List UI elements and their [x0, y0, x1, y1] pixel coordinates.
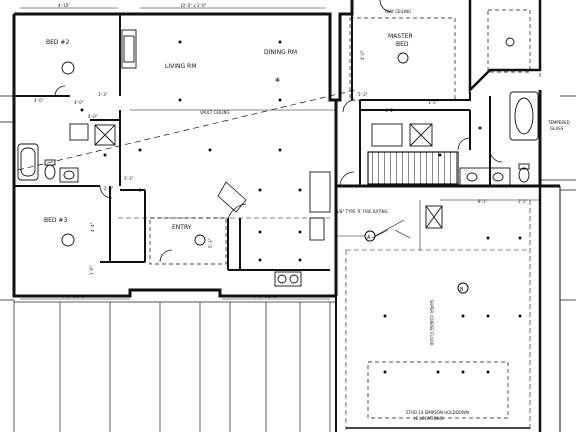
label-entry: ENTRY	[172, 224, 192, 231]
ceiling-outlines	[149, 9, 541, 419]
dim-3: 4'-0"	[34, 98, 44, 103]
label-dining: DINING RM	[264, 49, 297, 56]
exterior-walls	[12, 0, 560, 298]
dim-6: 4'-0"	[88, 114, 98, 119]
dim-13: 5'-3"	[358, 92, 368, 97]
dim-10: 3'-3"	[124, 176, 134, 181]
dim-7: 5'-3"	[208, 238, 213, 248]
dim-11: 1'-6"	[89, 265, 94, 275]
dim-4: 4'-0"	[74, 100, 84, 105]
sheet-lines	[0, 95, 576, 301]
vault-ceiling-line	[17, 89, 356, 171]
dim-5: 3'-3"	[98, 92, 108, 97]
ceiling-fan-icon: ✻	[275, 77, 280, 84]
interior-walls	[14, 14, 541, 271]
dim-12: 4'-0"	[360, 50, 365, 60]
fixtures	[17, 29, 539, 287]
dim-14: 4'-5"	[385, 108, 395, 113]
dim-15: 3'-5"	[428, 100, 438, 105]
label-bed3: BED #3	[44, 217, 67, 224]
note-vault-ceiling: VAULT CEILING	[200, 110, 230, 115]
label-master-1: MASTER	[388, 33, 413, 40]
stairs	[367, 151, 459, 185]
dimensions: 4'-10" 10'-0" x 3'-0" 4'-0" 4'-0" 3'-3" …	[20, 3, 540, 300]
label-living: LIVING RM	[165, 63, 196, 70]
dim-19: 3'-5"	[518, 199, 528, 204]
room-labels: BED #2 BED #3 LIVING RM DINING RM MASTER…	[44, 33, 413, 231]
note-tempered-1: TEMPERED	[547, 120, 570, 125]
note-holdown-2: (2 LOCATIONS)	[414, 416, 444, 421]
note-fire-rating: 5/8" TYPE 'X' FIRE RATING	[336, 209, 388, 214]
note-super-coarse: SUPER COARSE FLOOR	[429, 300, 434, 346]
note-holdown-1: STHD 14 SIMPSON HOLDDOWN	[406, 410, 469, 415]
markers: A B	[336, 219, 469, 294]
dim-2: 10'-0" x 3'-0"	[180, 3, 207, 8]
doors	[54, 0, 503, 263]
dim-16: 4'-0" x 5'-0"	[62, 294, 86, 299]
garage	[335, 186, 561, 432]
marker-b-label: B	[460, 287, 464, 293]
dim-1: 4'-10"	[58, 3, 70, 8]
note-tempered-2: GLASS	[550, 126, 564, 131]
label-bed2: BED #2	[46, 39, 69, 46]
notes: TRAY CEILING VAULT CEILING 5/8" TYPE 'X'…	[200, 9, 570, 421]
recessed-lights	[80, 40, 522, 374]
dim-17: 4'-0" x 3'-6"	[254, 294, 278, 299]
marker-a-label: A	[367, 235, 371, 241]
porch-lines	[13, 300, 336, 432]
note-tray-ceiling: TRAY CEILING	[383, 9, 411, 14]
section-marker-b	[457, 282, 469, 294]
dim-9: 2'-0"	[104, 186, 114, 191]
dim-18: 8'-1"	[478, 199, 488, 204]
dim-8: 4'-4"	[90, 222, 95, 232]
label-master-2: BED	[396, 41, 409, 48]
